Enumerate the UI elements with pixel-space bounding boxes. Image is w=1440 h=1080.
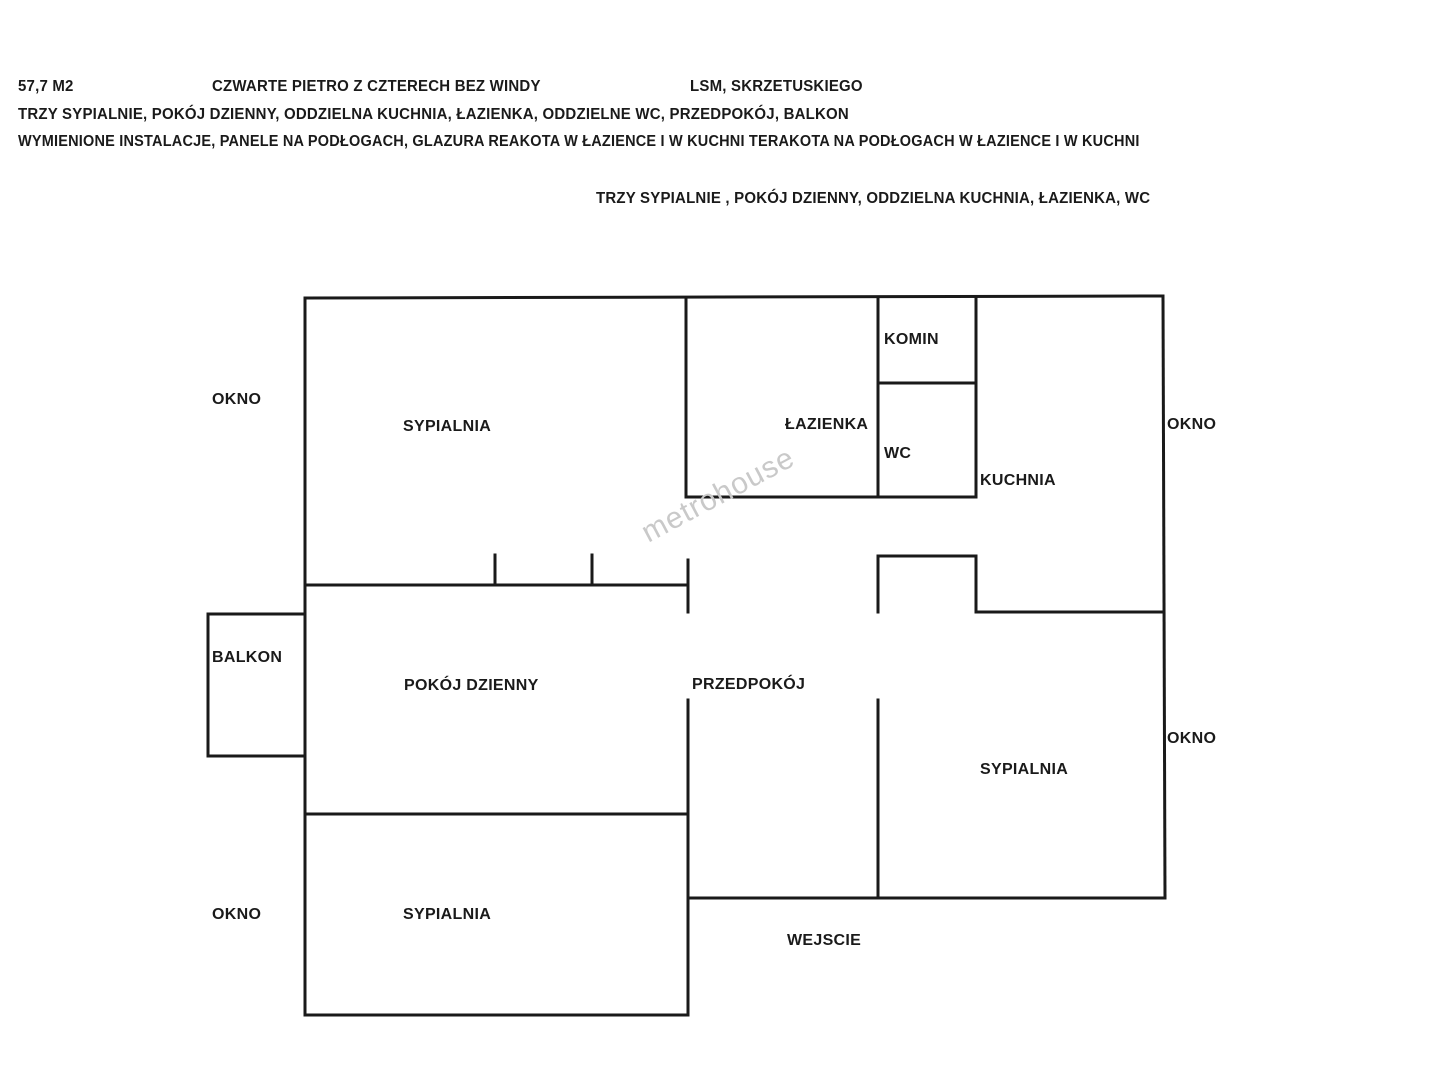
window-label-right-bottom: OKNO — [1167, 730, 1217, 747]
room-label-hallway: PRZEDPOKÓJ — [692, 676, 806, 693]
location-text: LSM, SKRZETUSKIEGO — [690, 77, 863, 96]
room-label-bedroom-top-left: SYPIALNIA — [403, 418, 492, 435]
floor-text: CZWARTE PIETRO Z CZTERECH BEZ WINDY — [212, 77, 541, 96]
window-label-bottom-left: OKNO — [212, 906, 262, 923]
area-text: 57,7 M2 — [18, 77, 74, 96]
room-label-balcony: BALKON — [212, 649, 283, 666]
window-label-right-top: OKNO — [1167, 416, 1217, 433]
room-label-living-room: POKÓJ DZIENNY — [404, 677, 539, 694]
room-label-bedroom-bottom-left: SYPIALNIA — [403, 906, 492, 923]
features-text: WYMIENIONE INSTALACJE, PANELE NA PODŁOGA… — [18, 133, 1140, 151]
room-label-bedroom-right: SYPIALNIA — [980, 761, 1069, 778]
room-label-chimney: KOMIN — [884, 331, 939, 348]
wall-top — [303, 294, 1165, 300]
summary-text: TRZY SYPIALNIE , POKÓJ DZIENNY, ODDZIELN… — [596, 189, 1151, 208]
room-label-wc: WC — [884, 445, 912, 462]
entrance-label: WEJSCIE — [787, 932, 862, 949]
room-label-bathroom: ŁAZIENKA — [785, 416, 869, 433]
wall-right — [1161, 294, 1167, 900]
rooms-list-text: TRZY SYPIALNIE, POKÓJ DZIENNY, ODDZIELNA… — [18, 105, 849, 124]
window-label-top-left: OKNO — [212, 391, 262, 408]
room-label-kitchen: KUCHNIA — [980, 472, 1056, 489]
